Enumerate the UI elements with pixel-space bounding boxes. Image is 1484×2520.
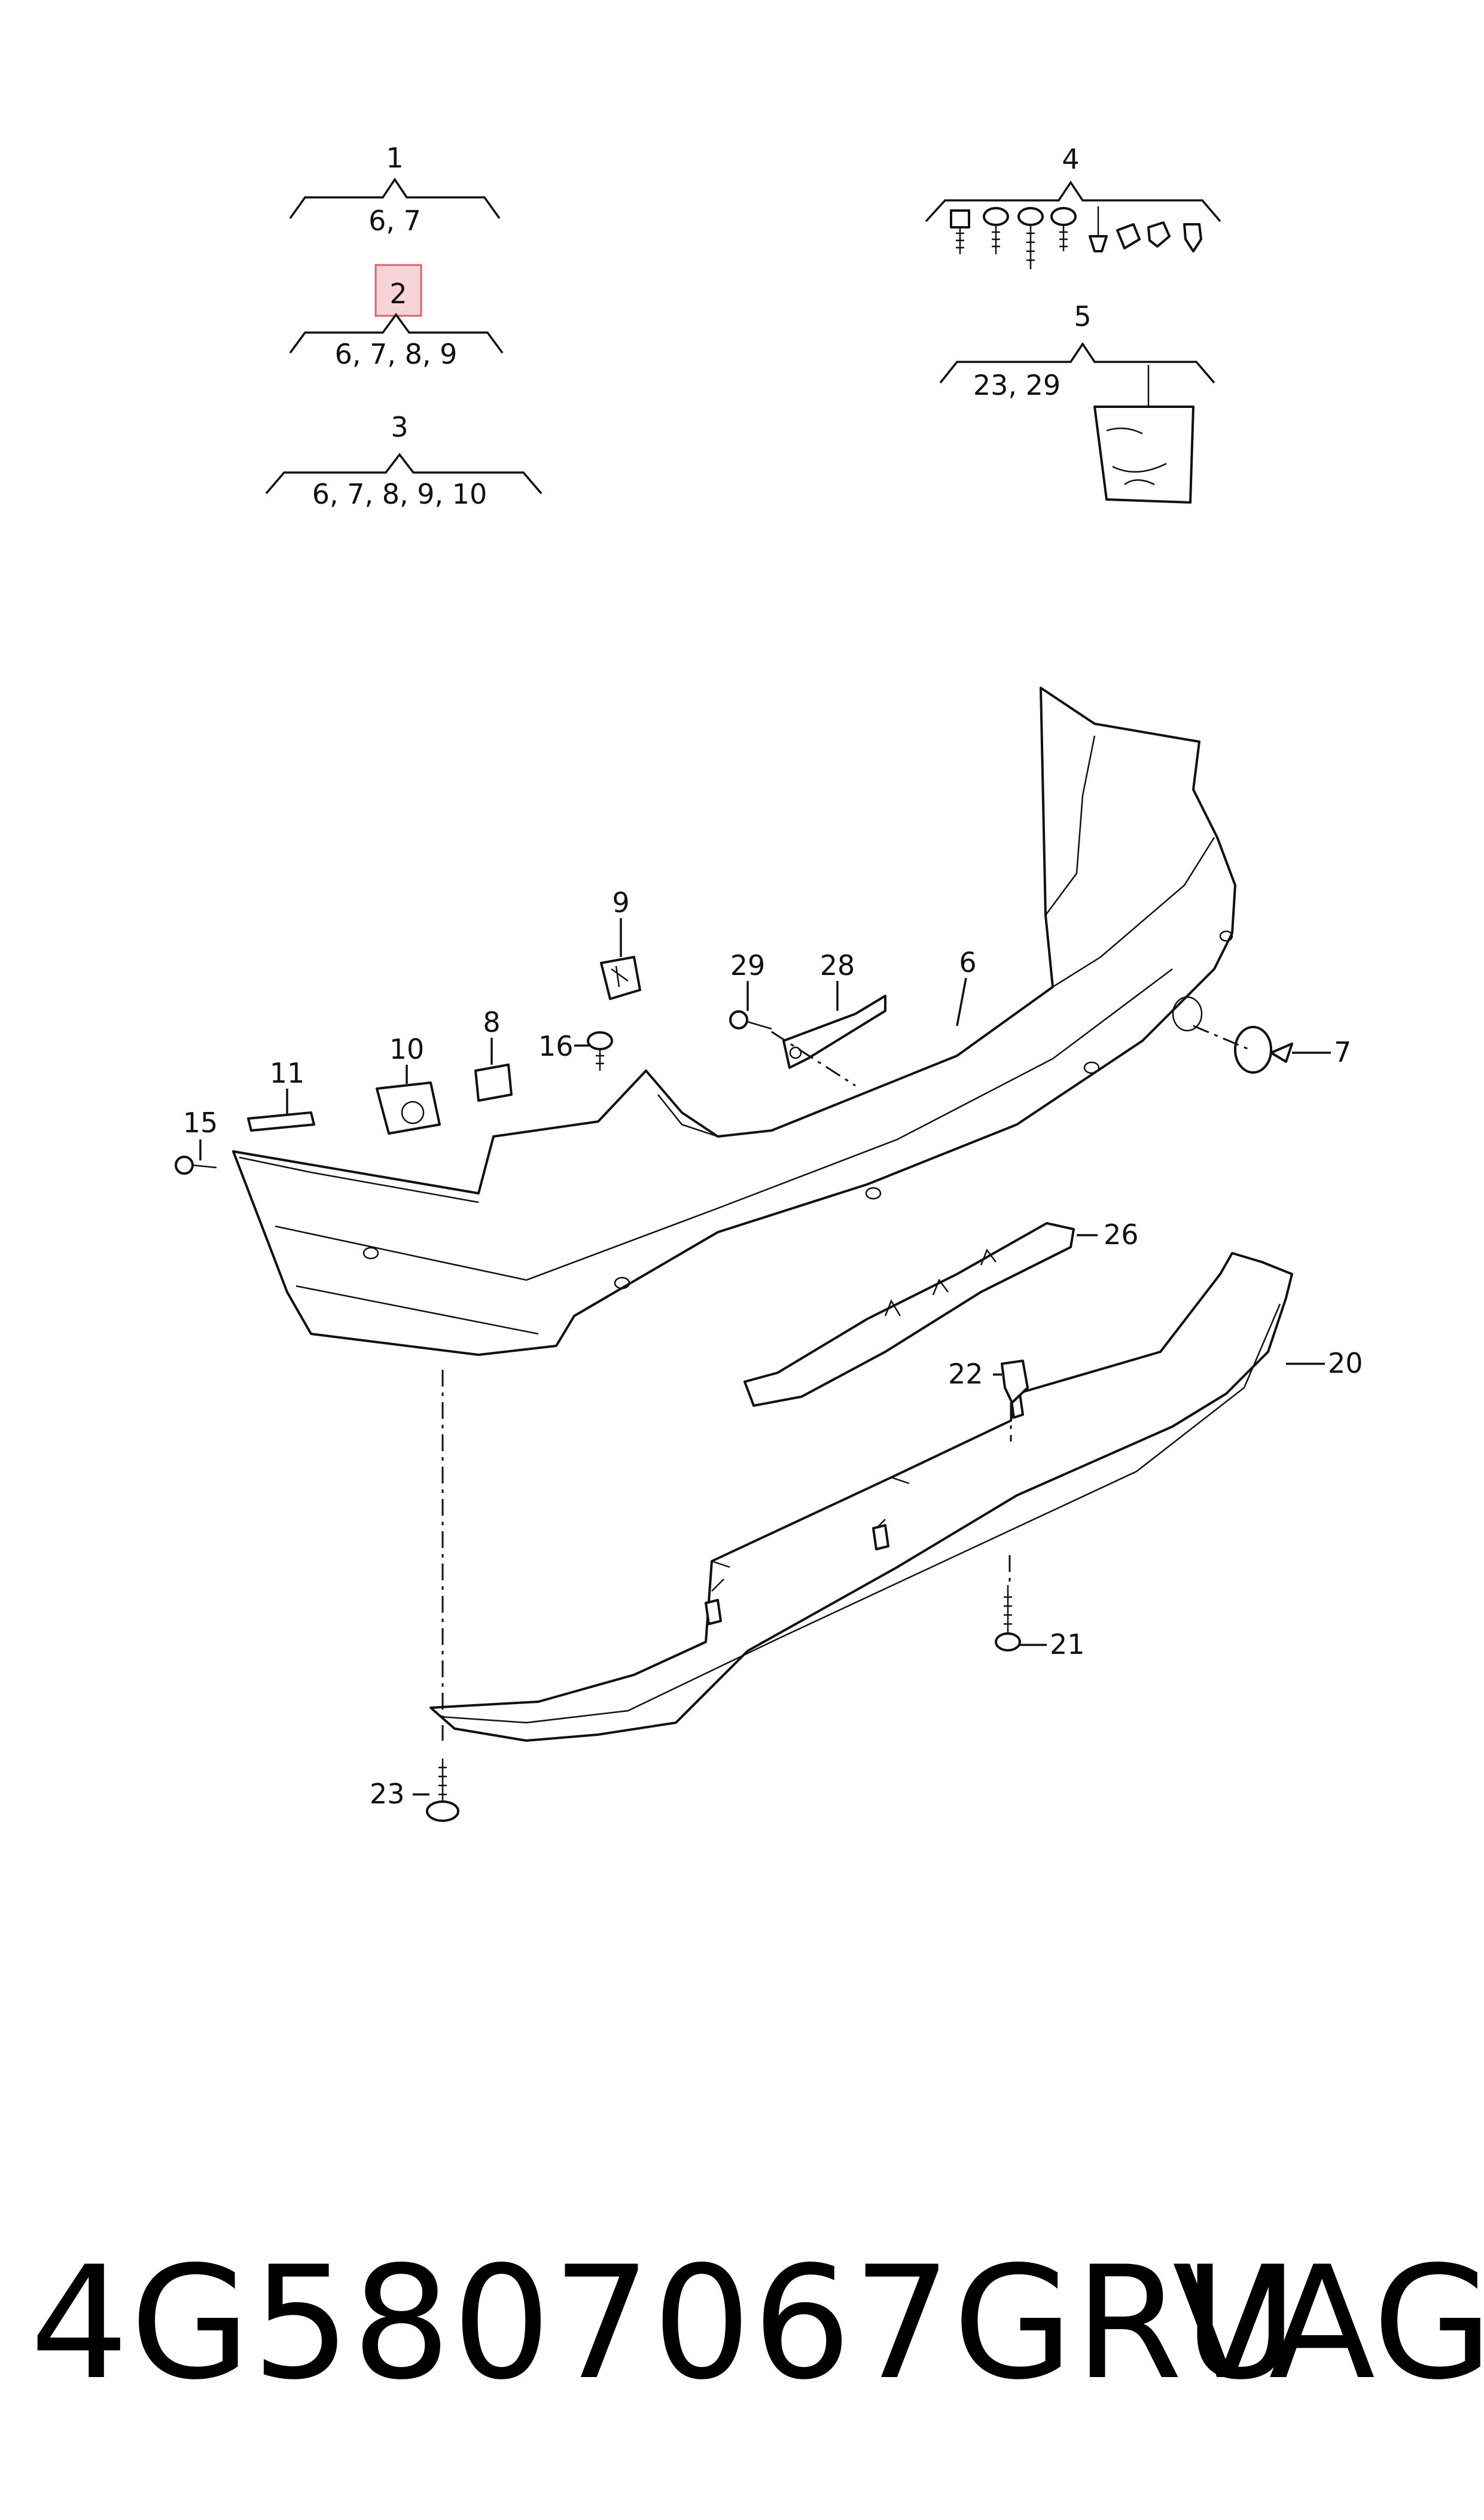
bolt-29: [729, 1010, 772, 1030]
group-1: 1 6, 7: [289, 142, 501, 237]
callout-15: 15: [183, 1107, 218, 1139]
screw-16: [587, 1031, 613, 1071]
clip-22: [1001, 1360, 1029, 1404]
brand-label: VAG: [1172, 2233, 1484, 2414]
callout-29: 29: [730, 949, 766, 982]
callout-16: 16: [538, 1030, 574, 1062]
screw-21: [995, 1585, 1021, 1651]
callout-9: 9: [612, 886, 629, 919]
parts-bag-icon: [1093, 406, 1194, 504]
callout-10: 10: [389, 1033, 425, 1065]
callout-20: 20: [1328, 1347, 1363, 1379]
screw-23: [426, 1759, 459, 1822]
group-2-highlight: [374, 264, 422, 317]
callout-23: 23: [370, 1778, 405, 1810]
group-4: 4: [925, 143, 1221, 269]
callout-28: 28: [820, 949, 855, 982]
group-4-label: 4: [1062, 143, 1079, 175]
lower-diffuser: [429, 1252, 1293, 1742]
sticker-11: [247, 1111, 315, 1132]
bracket-28: [782, 995, 886, 1069]
group-5-members: 23, 29: [973, 369, 1061, 401]
clip-8: [474, 1064, 513, 1102]
part-number: 4G5807067GRU: [30, 2233, 1299, 2414]
group-5-label: 5: [1074, 300, 1091, 333]
callout-11: 11: [270, 1057, 305, 1089]
tow-cap-7: [1234, 1026, 1293, 1074]
callout-8: 8: [483, 1006, 500, 1038]
group-2-members: 6, 7, 8, 9: [335, 338, 458, 370]
callout-21: 21: [1050, 1628, 1085, 1660]
group-1-label: 1: [386, 142, 403, 174]
mount-bracket-10: [376, 1081, 441, 1135]
callout-26: 26: [1104, 1218, 1139, 1251]
group-1-members: 6, 7: [368, 205, 421, 237]
callout-7: 7: [1334, 1036, 1351, 1068]
callout-22: 22: [948, 1358, 983, 1390]
group-3: 3 6, 7, 8, 9, 10: [265, 411, 543, 510]
group-3-members: 6, 7, 8, 9, 10: [312, 478, 487, 510]
bumper-cover: [232, 687, 1236, 1356]
group-2: 2 6, 7, 8, 9: [289, 264, 504, 370]
group-2-label: 2: [389, 278, 407, 310]
bracket-strip: [743, 1222, 1075, 1407]
fastener-set-icon: [950, 206, 1202, 269]
group-5: 5 23, 29: [939, 300, 1215, 504]
group-3-label: 3: [391, 411, 408, 443]
bolt-15: [175, 1156, 217, 1175]
clip-nut-9: [600, 956, 641, 1000]
callout-6: 6: [959, 946, 976, 979]
